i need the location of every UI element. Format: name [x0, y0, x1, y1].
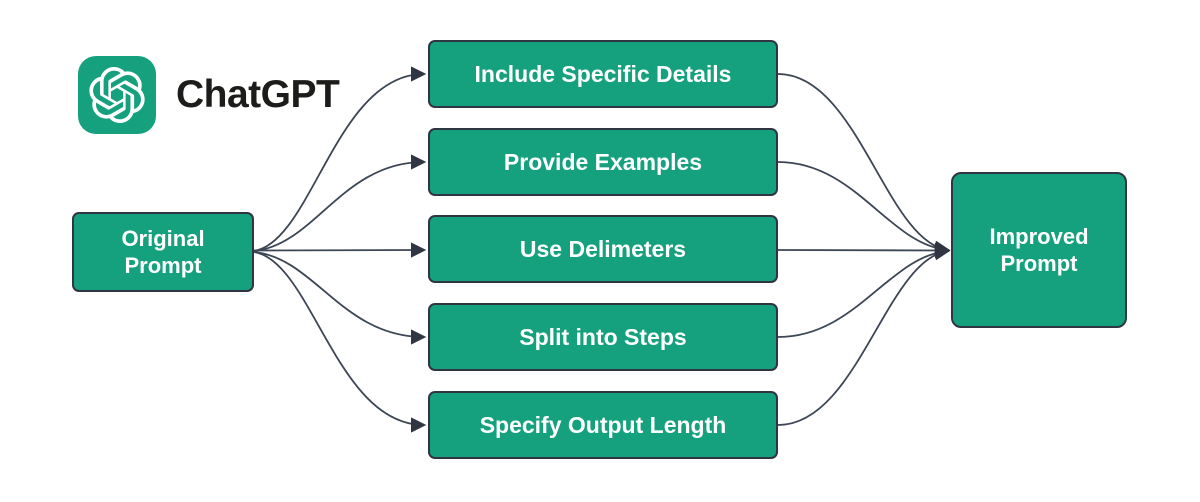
node-include-specific-details: Include Specific Details — [428, 40, 778, 108]
edge-source-to-step-4 — [253, 251, 427, 433]
edge-source-to-step-0 — [253, 66, 427, 252]
edge-step-0-to-target — [777, 73, 951, 256]
node-improved-prompt-label: Improved Prompt — [989, 223, 1089, 277]
node-original-prompt-label: Original Prompt — [121, 225, 205, 279]
node-provide-examples: Provide Examples — [428, 128, 778, 196]
edge-source-to-step-1 — [253, 154, 427, 252]
node-original-prompt: Original Prompt — [72, 212, 254, 292]
openai-logo-icon — [78, 56, 156, 134]
edge-source-to-step-2 — [253, 242, 427, 258]
edge-step-4-to-target — [777, 245, 951, 426]
node-split-into-steps: Split into Steps — [428, 303, 778, 371]
edge-source-to-step-3 — [253, 251, 427, 345]
edge-step-3-to-target — [777, 244, 951, 338]
node-use-delimeters-label: Use Delimeters — [519, 235, 687, 262]
node-specify-output-length: Specify Output Length — [428, 391, 778, 459]
node-specify-output-length-label: Specify Output Length — [479, 411, 727, 438]
edge-step-2-to-target — [777, 242, 951, 259]
node-use-delimeters: Use Delimeters — [428, 215, 778, 283]
node-provide-examples-label: Provide Examples — [503, 148, 703, 175]
node-split-into-steps-label: Split into Steps — [519, 323, 687, 350]
node-include-specific-details-label: Include Specific Details — [474, 60, 732, 87]
node-improved-prompt: Improved Prompt — [951, 172, 1127, 328]
brand-title: ChatGPT — [176, 73, 340, 116]
brand-header: ChatGPT — [78, 56, 340, 134]
edge-step-1-to-target — [777, 161, 951, 257]
